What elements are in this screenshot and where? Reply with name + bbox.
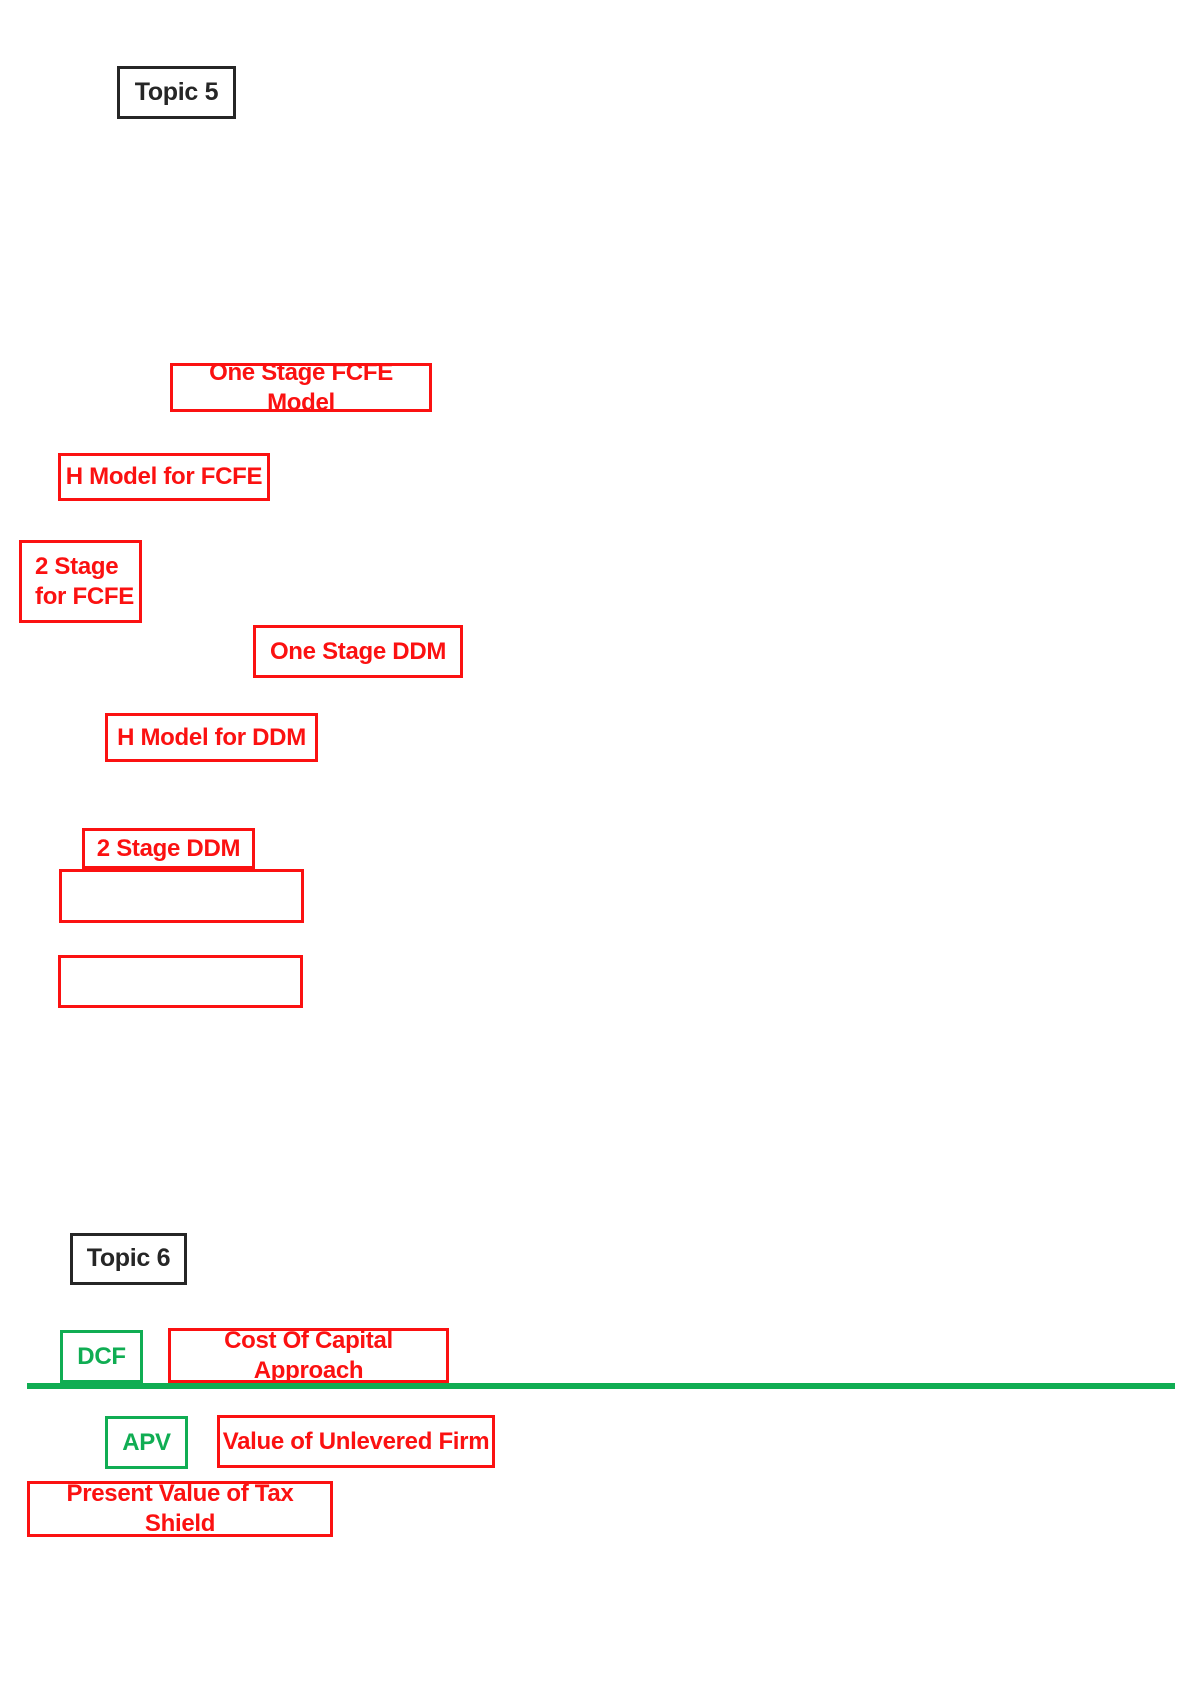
box-dcf[interactable]: DCF xyxy=(60,1330,143,1383)
empty-box-2[interactable] xyxy=(58,955,303,1008)
box-2-stage-for-fcfe[interactable]: 2 Stage for FCFE xyxy=(19,540,142,623)
box-one-stage-fcfe-model[interactable]: One Stage FCFE Model xyxy=(170,359,432,416)
box-present-value-of-tax-shield[interactable]: Present Value of Tax Shield xyxy=(27,1480,333,1537)
box-h-model-for-ddm[interactable]: H Model for DDM xyxy=(105,713,318,762)
box-2-stage-ddm[interactable]: 2 Stage DDM xyxy=(82,828,255,869)
topic-5-box[interactable]: Topic 5 xyxy=(117,66,236,119)
green-divider-line[interactable] xyxy=(27,1383,1175,1389)
box-cost-of-capital-approach[interactable]: Cost Of Capital Approach xyxy=(168,1327,449,1384)
topic-6-box[interactable]: Topic 6 xyxy=(70,1233,187,1285)
box-value-of-unlevered-firm[interactable]: Value of Unlevered Firm xyxy=(217,1415,495,1468)
empty-box-1[interactable] xyxy=(59,869,304,923)
box-apv[interactable]: APV xyxy=(105,1416,188,1469)
box-h-model-for-fcfe[interactable]: H Model for FCFE xyxy=(58,453,270,501)
box-one-stage-ddm[interactable]: One Stage DDM xyxy=(253,625,463,678)
